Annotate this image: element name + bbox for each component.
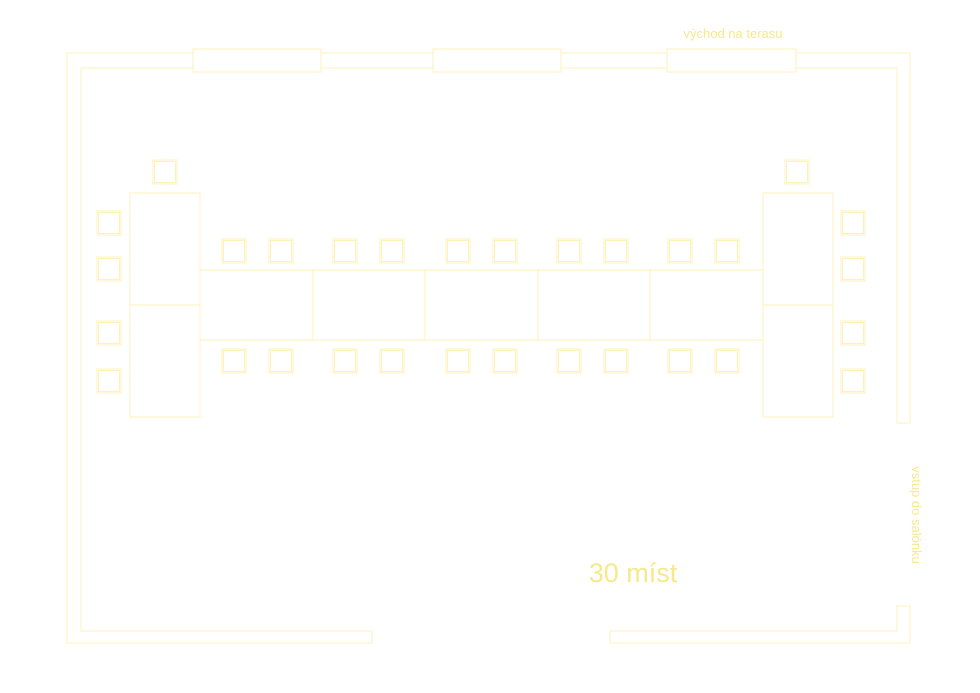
table-left-top [129,192,201,306]
tables [129,192,834,418]
table-center-3 [424,269,539,341]
chair-top-2-inner [270,240,292,262]
chair-right-4 [840,368,866,394]
chair-bottom-9 [667,348,693,374]
terrace-door [666,48,797,73]
chair-head-right-inner [786,161,808,183]
chair-bottom-10 [714,348,740,374]
chair-right-3-inner [842,322,864,344]
chair-left-3 [96,320,122,346]
outer-wall-right [796,52,911,424]
chairs [96,159,866,394]
table-center-5 [649,269,764,341]
chair-bottom-5-inner [447,350,469,372]
chair-bottom-9-inner [669,350,691,372]
chair-bottom-7 [556,348,582,374]
chair-top-9-inner [669,240,691,262]
chair-right-2-inner [842,258,864,280]
chair-bottom-1-inner [223,350,245,372]
chair-top-3 [332,238,358,264]
chair-bottom-5 [445,348,471,374]
chair-top-4-inner [381,240,403,262]
chair-top-1-inner [223,240,245,262]
chair-head-right [784,159,810,185]
chair-bottom-8 [603,348,629,374]
chair-left-2 [96,256,122,282]
chair-bottom-10-inner [716,350,738,372]
window-left [192,48,322,73]
chair-top-8-inner [605,240,627,262]
chair-bottom-2 [268,348,294,374]
chair-top-10 [714,238,740,264]
chair-bottom-3-inner [334,350,356,372]
chair-bottom-1 [221,348,247,374]
chair-left-2-inner [98,258,120,280]
table-left-bottom [129,304,201,418]
chair-bottom-3 [332,348,358,374]
chair-bottom-4 [379,348,405,374]
chair-left-4-inner [98,370,120,392]
chair-bottom-8-inner [605,350,627,372]
chair-right-4-inner [842,370,864,392]
chair-bottom-7-inner [558,350,580,372]
chair-head-left-inner [154,161,176,183]
chair-top-6-inner [494,240,516,262]
table-center-2 [312,269,426,341]
chair-right-3 [840,320,866,346]
table-center-4 [537,269,651,341]
chair-top-7 [556,238,582,264]
chair-top-10-inner [716,240,738,262]
chair-bottom-4-inner [381,350,403,372]
chair-right-1 [840,210,866,236]
chair-top-5 [445,238,471,264]
capacity-label: 30 míst [589,558,678,588]
room-walls [66,52,911,644]
chair-left-1-inner [98,212,120,234]
chair-bottom-2-inner [270,350,292,372]
outer-wall-bottom-right [609,605,911,644]
chair-left-3-inner [98,322,120,344]
chair-top-2 [268,238,294,264]
salon-entry-label: vstup do salónku [909,466,924,564]
chair-top-6 [492,238,518,264]
chair-top-8 [603,238,629,264]
terrace-exit-label: východ na terasu [683,26,782,41]
outer-wall-left-bottom [66,52,373,644]
chair-bottom-6 [492,348,518,374]
chair-left-1 [96,210,122,236]
table-right-bottom [762,304,834,418]
chair-top-7-inner [558,240,580,262]
window-middle [432,48,562,73]
chair-left-4 [96,368,122,394]
chair-top-9 [667,238,693,264]
top-openings [192,48,797,73]
chair-bottom-6-inner [494,350,516,372]
table-center-1 [199,269,314,341]
chair-head-left [152,159,178,185]
chair-right-2 [840,256,866,282]
chair-right-1-inner [842,212,864,234]
chair-top-3-inner [334,240,356,262]
chair-top-4 [379,238,405,264]
chair-top-1 [221,238,247,264]
table-right-top [762,192,834,306]
chair-top-5-inner [447,240,469,262]
